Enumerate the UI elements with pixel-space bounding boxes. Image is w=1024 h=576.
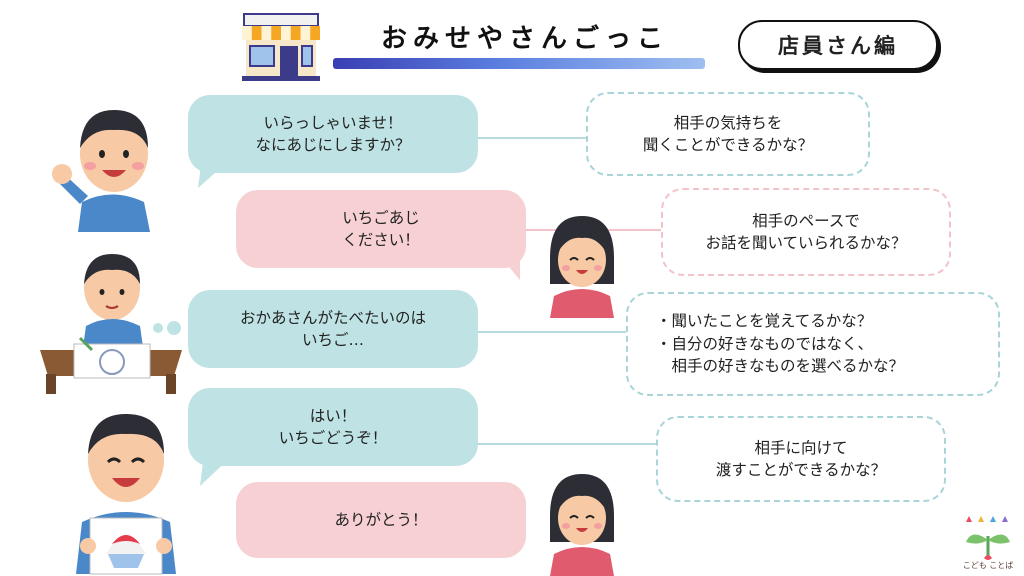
note-pace: 相手のペースで お話を聞いていられるかな？ xyxy=(661,188,951,276)
connector-line xyxy=(478,443,658,445)
connector-line xyxy=(476,137,588,139)
title-underline xyxy=(333,58,705,69)
girl-icon xyxy=(550,216,614,318)
thought-bubble-mother: おかあさんがたべたいのは いちご… xyxy=(188,290,478,368)
thought-dots xyxy=(153,321,181,335)
note-hand-over: 相手に向けて 渡すことができるかな？ xyxy=(656,416,946,502)
page-title: おみせやさんごっこ xyxy=(380,24,669,54)
note-remember: ・聞いたことを覚えてるかな？ ・自分の好きなものではなく、 相手の好きなものを選… xyxy=(626,292,1000,396)
shop-icon xyxy=(242,13,320,81)
boy-waving-icon xyxy=(52,110,150,232)
girl-icon xyxy=(550,474,614,576)
mode-badge: 店員さん編 xyxy=(738,20,938,70)
speech-bubble-welcome: いらっしゃいませ！ なにあじにしますか？ xyxy=(188,95,478,173)
kodomo-kotoba-logo-icon xyxy=(966,516,1010,560)
note-feelings: 相手の気持ちを 聞くことができるかな？ xyxy=(586,92,870,176)
connector-line xyxy=(478,331,628,333)
speech-bubble-order: いちごあじ ください！ xyxy=(236,190,526,268)
speech-bubble-thanks: ありがとう！ xyxy=(236,482,526,558)
boy-serving-icon xyxy=(76,414,176,575)
boy-drawing-icon xyxy=(40,254,182,394)
logo-text: こども ことば xyxy=(962,561,1014,570)
speech-bubble-hand-over: はい！ いちごどうぞ！ xyxy=(188,388,478,466)
